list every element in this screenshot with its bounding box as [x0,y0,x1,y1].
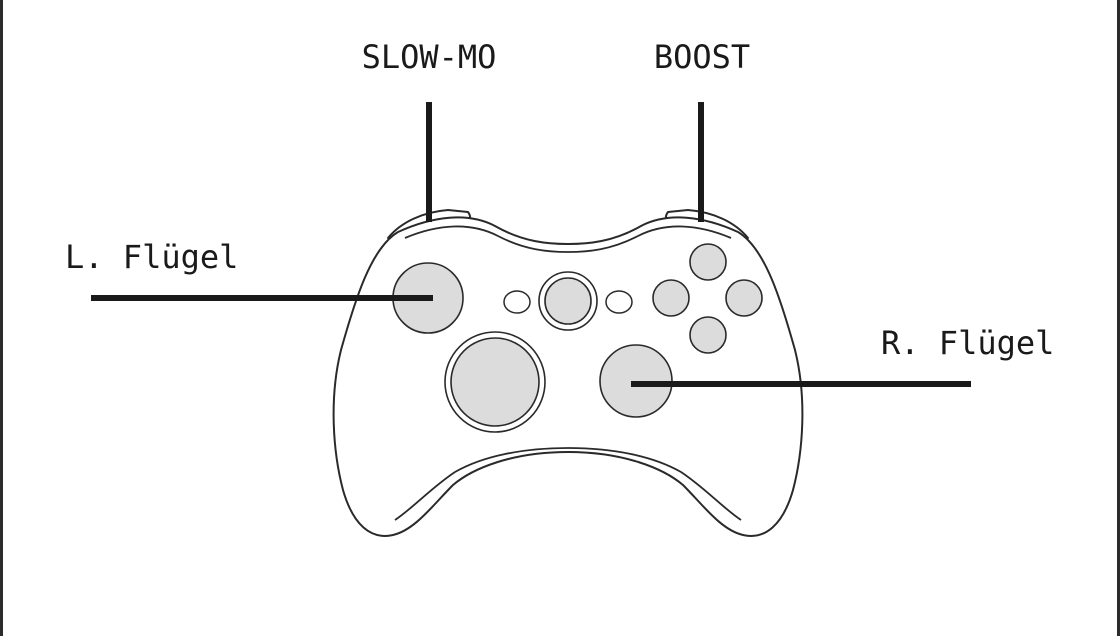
guide-button [544,277,592,325]
face-button-top [689,243,727,281]
start-button [605,290,633,314]
large-stick [450,337,540,427]
slow-mo-label: SLOW-MO [362,38,497,76]
back-button [503,290,531,314]
boost-label: BOOST [654,38,750,76]
controller-diagram: SLOW-MO BOOST L. Flügel R. Flügel [65,38,1054,537]
grip-contour [394,447,742,521]
face-button-left [652,279,690,317]
left-wing-label: L. Flügel [65,238,238,276]
right-wing-label: R. Flügel [881,324,1054,362]
face-button-bottom [689,316,727,354]
controller-body [332,216,804,537]
top-contour [404,225,732,253]
face-button-right [725,279,763,317]
